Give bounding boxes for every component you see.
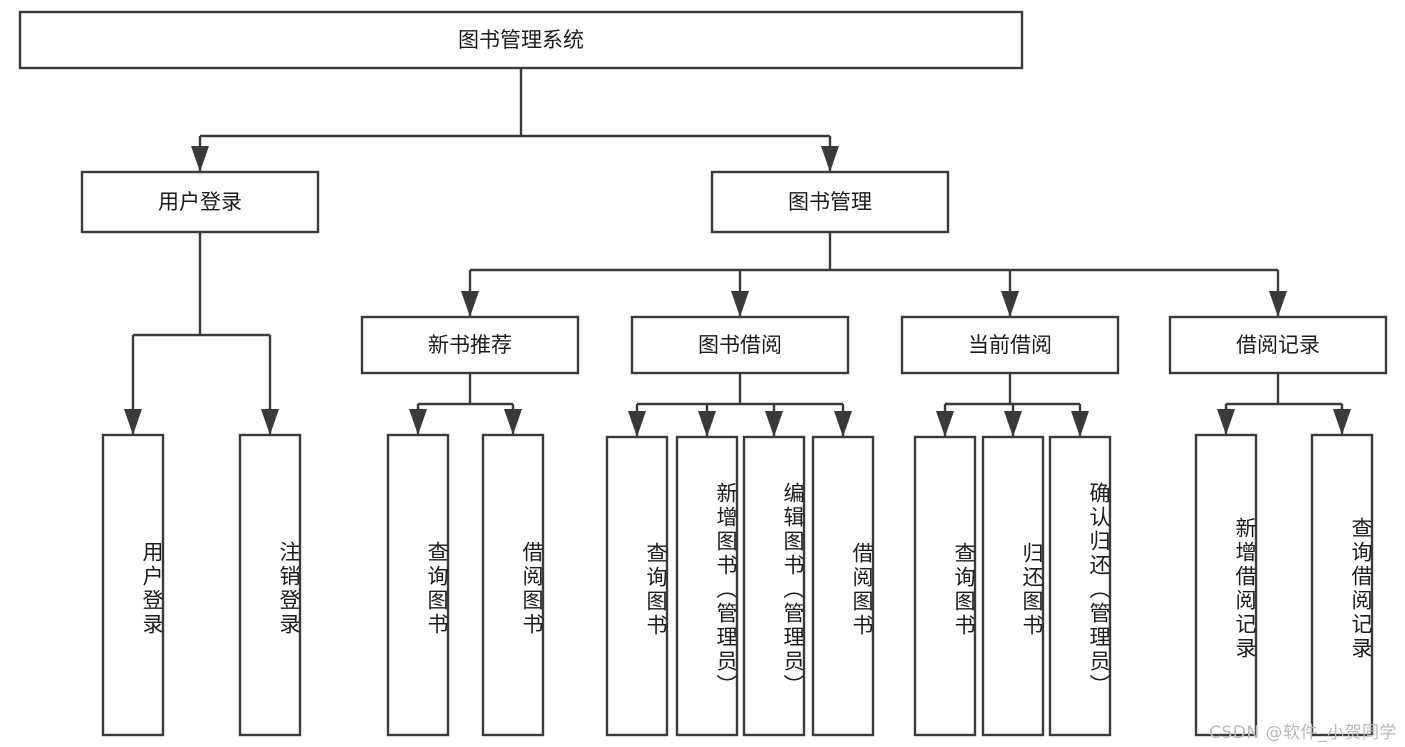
level3-node-box-当前借阅[interactable]: [900, 315, 1120, 375]
leaf-node-box-10[interactable]: [1048, 435, 1112, 737]
level3-node-box-图书借阅[interactable]: [630, 315, 850, 375]
arrowhead-图书借阅-新增图书管理员: [698, 411, 716, 437]
level3-node-label-图书借阅: 图书借阅: [698, 333, 782, 357]
level3-node-box-借阅记录[interactable]: [1168, 315, 1388, 375]
arrowhead-图书借阅-查询图书: [628, 411, 646, 437]
leaf-node-box-5[interactable]: [675, 435, 739, 737]
arrowhead-当前借阅-查询图书: [936, 411, 954, 437]
arrowhead-用户登录-用户登录: [124, 409, 142, 435]
leaf-node-box-11[interactable]: [1194, 433, 1258, 737]
arrowhead-当前借阅-确认归还管理员: [1071, 411, 1089, 437]
arrowhead-新书推荐-查询图书: [409, 409, 427, 435]
level3-node-label-借阅记录: 借阅记录: [1236, 333, 1320, 357]
node-layer: [18, 10, 1388, 737]
leaf-node-box-8[interactable]: [913, 435, 977, 737]
level3-node-box-新书推荐[interactable]: [360, 315, 580, 375]
leaf-node-box-9[interactable]: [981, 435, 1045, 737]
level3-node-label-当前借阅: 当前借阅: [968, 333, 1052, 357]
level2-node-label-图书管理: 图书管理: [788, 190, 872, 214]
root-node-box[interactable]: [18, 10, 1024, 70]
root-node-label: 图书管理系统: [458, 28, 584, 52]
leaf-node-box-12[interactable]: [1310, 433, 1374, 737]
arrowhead-图书借阅-借阅图书: [834, 411, 852, 437]
leaf-node-box-6[interactable]: [742, 435, 806, 737]
arrowhead-图书管理-图书借阅: [731, 291, 749, 317]
level2-node-box-图书管理[interactable]: [710, 170, 950, 234]
arrowhead-新书推荐-借阅图书: [504, 409, 522, 435]
watermark-credit: CSDN @软件_小贺同学: [1209, 723, 1397, 743]
leaf-node-box-3[interactable]: [481, 433, 545, 737]
leaf-node-box-4[interactable]: [605, 435, 669, 737]
arrowhead-图书管理-新书推荐: [461, 291, 479, 317]
arrowhead-用户登录-注销登录: [261, 409, 279, 435]
arrowhead-借阅记录-查询借阅记录: [1333, 409, 1351, 435]
connector-layer: [124, 68, 1351, 437]
arrowhead-图书管理系统-图书管理: [821, 146, 839, 172]
arrowhead-图书管理-当前借阅: [1001, 291, 1019, 317]
arrowhead-当前借阅-归还图书: [1004, 411, 1022, 437]
leaf-node-box-1[interactable]: [238, 433, 302, 737]
arrowhead-图书借阅-编辑图书管理员: [765, 411, 783, 437]
leaf-node-box-0[interactable]: [101, 433, 165, 737]
level3-node-label-新书推荐: 新书推荐: [428, 333, 512, 357]
arrowhead-借阅记录-新增借阅记录: [1217, 409, 1235, 435]
level2-node-label-用户登录: 用户登录: [158, 190, 242, 214]
arrowhead-图书管理-借阅记录: [1269, 291, 1287, 317]
leaf-node-box-7[interactable]: [811, 435, 875, 737]
leaf-node-box-2[interactable]: [386, 433, 450, 737]
arrowhead-图书管理系统-用户登录: [191, 146, 209, 172]
level2-node-box-用户登录[interactable]: [80, 170, 320, 234]
